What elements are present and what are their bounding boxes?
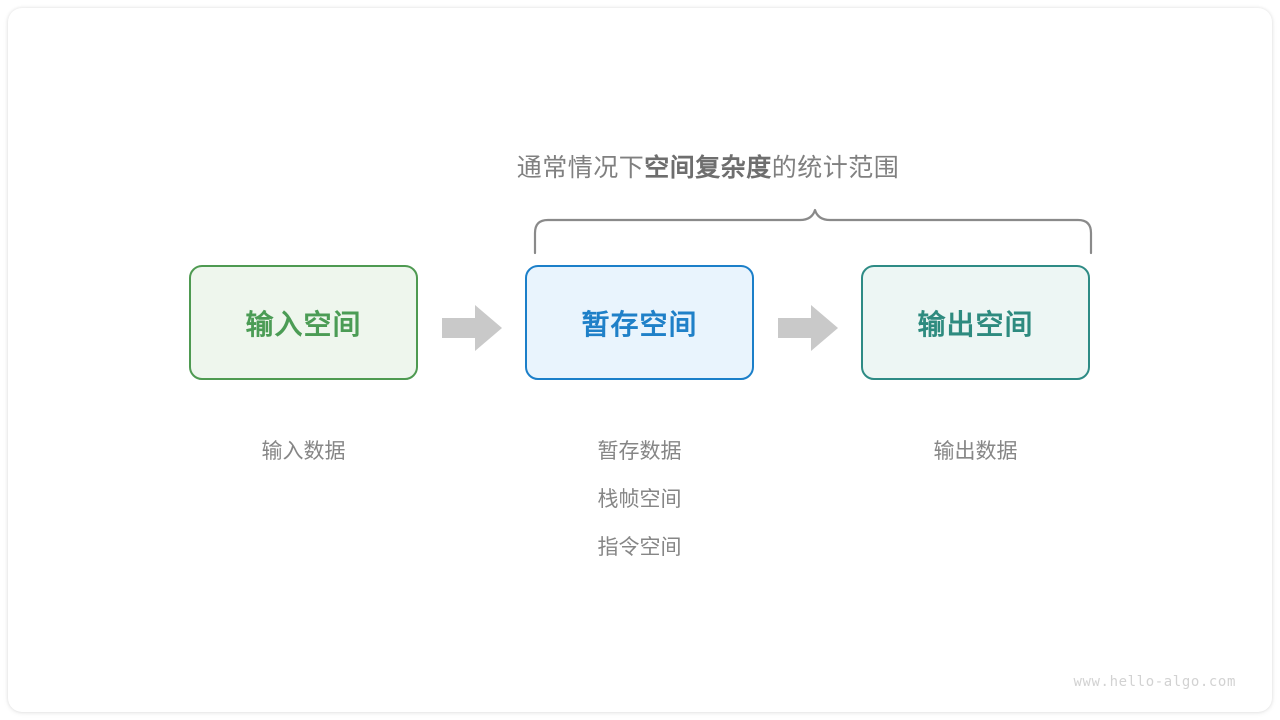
caption-line: 暂存数据 — [597, 440, 682, 463]
annotation-prefix: 通常情况下 — [516, 154, 645, 182]
curly-brace-up-icon — [518, 201, 1108, 262]
box-temp-space[interactable]: 暂存空间 — [525, 265, 754, 380]
annotation-emphasis: 空间复杂度 — [644, 154, 772, 182]
right-arrow-icon — [778, 303, 840, 358]
watermark: www.hello-algo.com — [1073, 674, 1236, 690]
annotation-suffix: 的统计范围 — [771, 154, 900, 182]
caption-group-temp: 暂存数据 栈帧空间 指令空间 — [527, 428, 752, 572]
diagram-canvas: 通常情况下空间复杂度的统计范围 输入空间 暂存空间 — [8, 8, 1272, 712]
box-input-space-label: 输入空间 — [245, 308, 362, 340]
right-arrow-icon — [442, 303, 504, 358]
caption-line: 输出数据 — [933, 440, 1018, 463]
caption-group-input: 输入数据 — [191, 428, 416, 476]
caption-line: 指令空间 — [597, 536, 682, 559]
box-input-space[interactable]: 输入空间 — [189, 265, 418, 380]
brace-annotation-text: 通常情况下空间复杂度的统计范围 — [428, 148, 988, 184]
space-complexity-diagram: 通常情况下空间复杂度的统计范围 输入空间 暂存空间 — [8, 8, 1272, 712]
caption-line: 栈帧空间 — [597, 488, 682, 511]
box-output-space-label: 输出空间 — [917, 308, 1034, 340]
caption-group-output: 输出数据 — [863, 428, 1088, 476]
box-output-space[interactable]: 输出空间 — [861, 265, 1090, 380]
box-temp-space-label: 暂存空间 — [581, 308, 698, 340]
caption-line: 输入数据 — [261, 440, 346, 463]
